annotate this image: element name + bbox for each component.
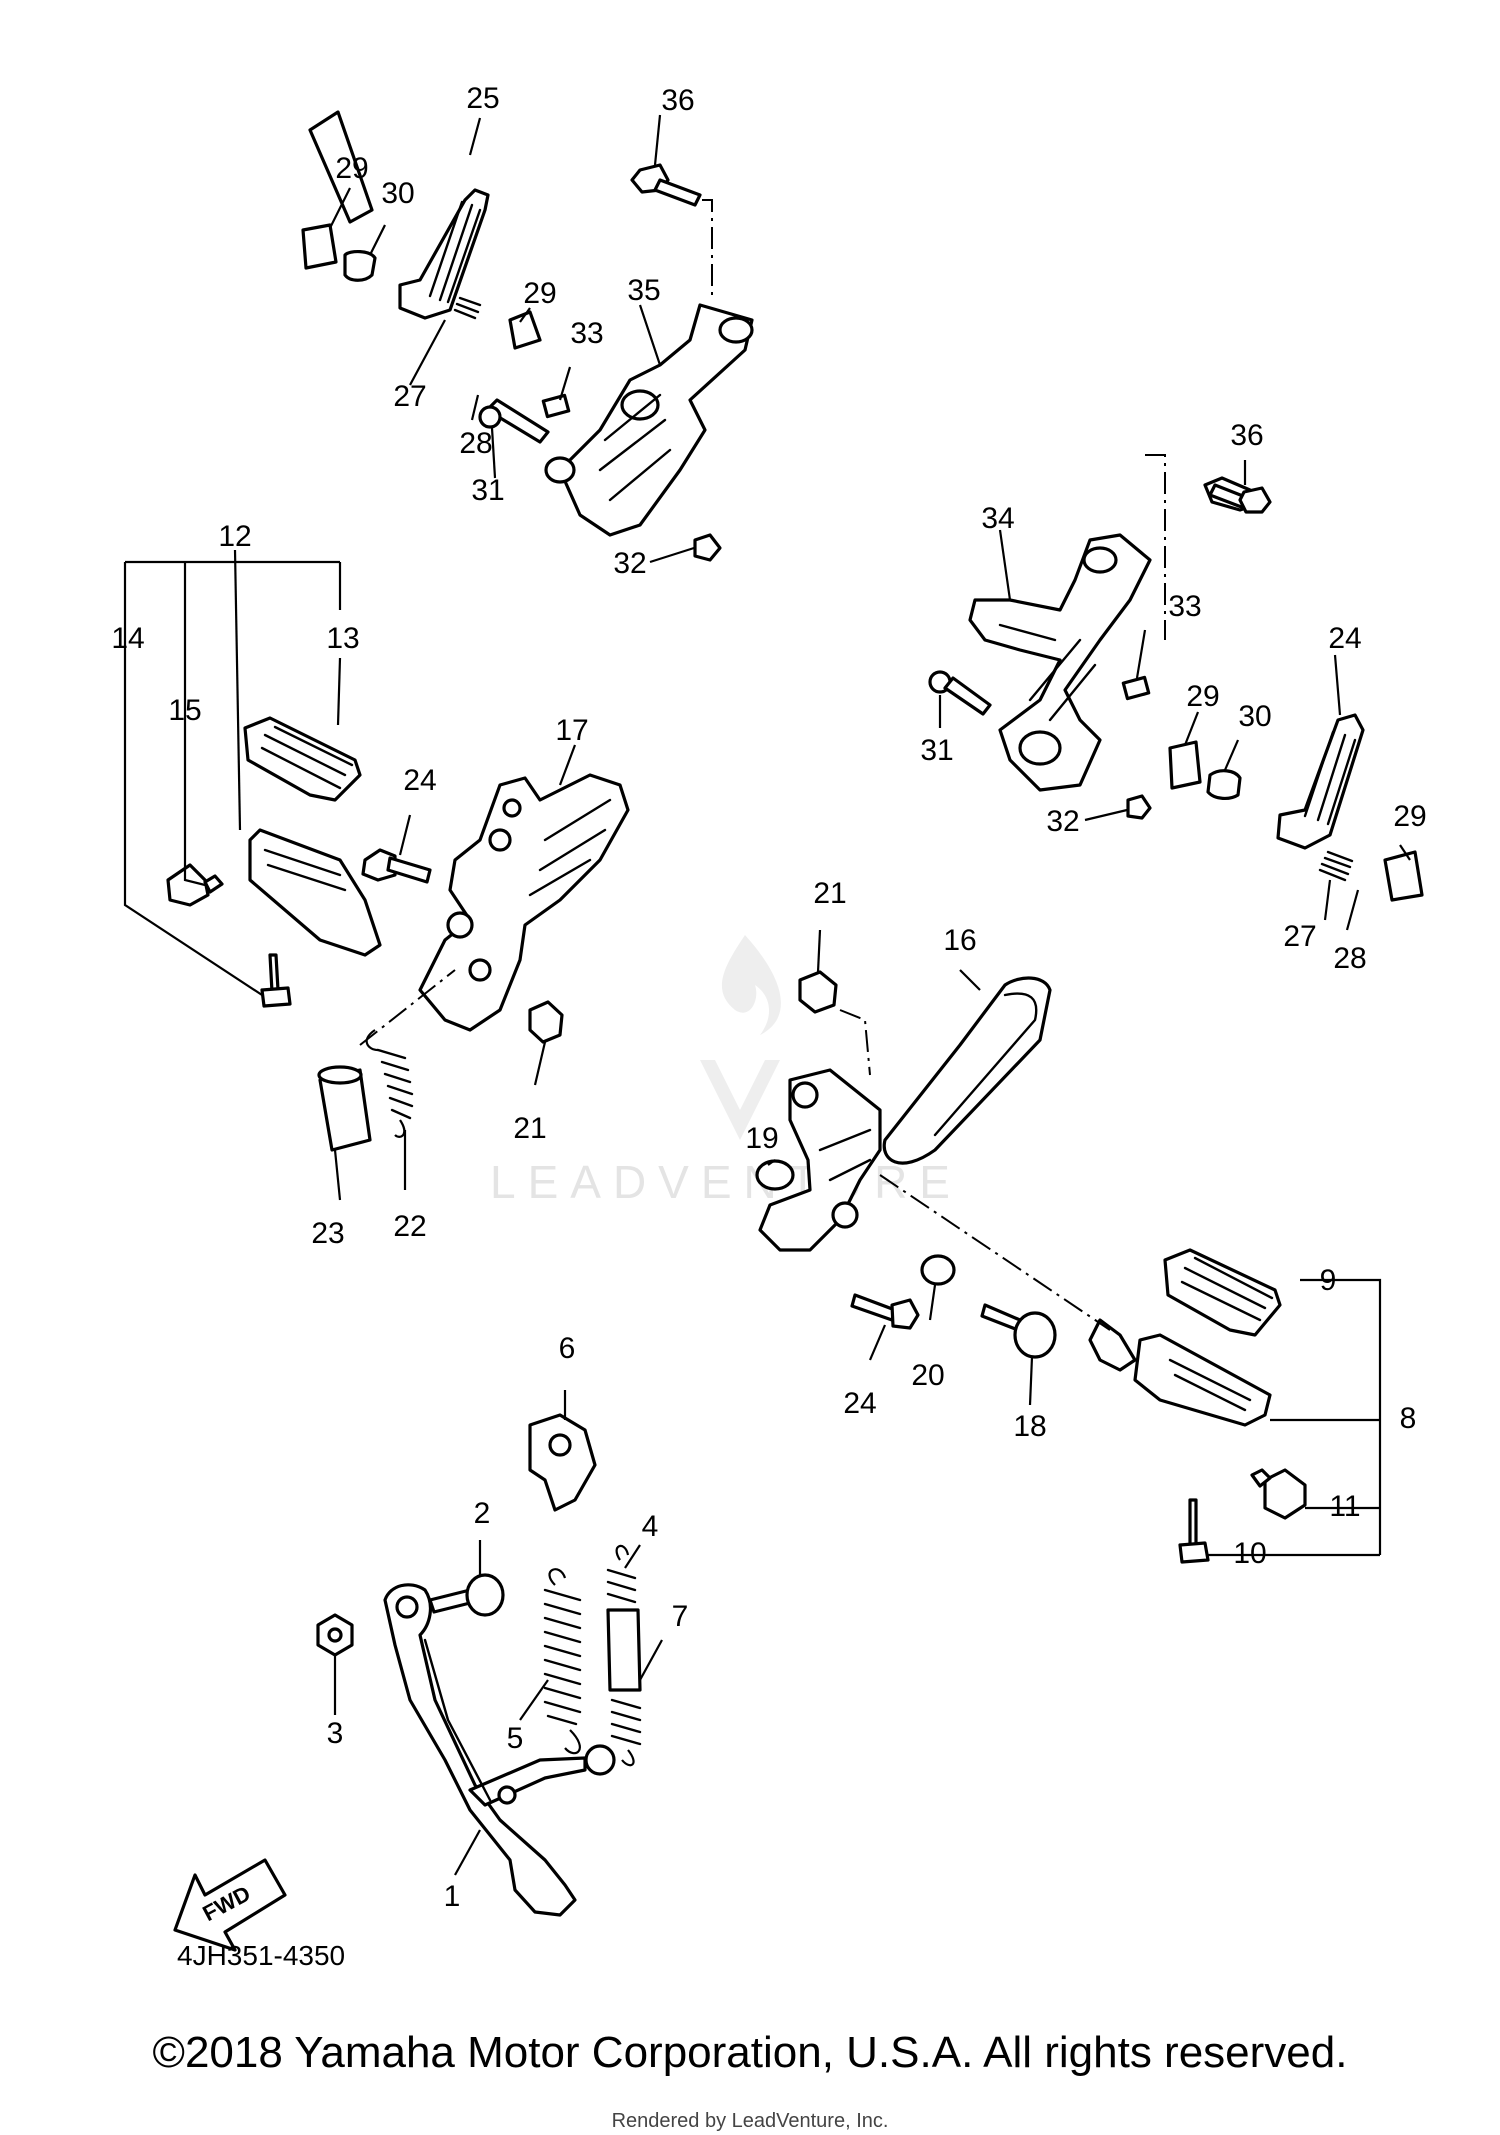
sidestand-assembly <box>316 1413 642 1917</box>
callout-36: 36 <box>661 84 694 117</box>
callout-2: 2 <box>474 1497 491 1530</box>
fwd-arrow-icon: FWD <box>173 1858 287 1952</box>
callout-24: 24 <box>843 1387 876 1420</box>
callout-22: 22 <box>393 1210 426 1243</box>
callout-24: 24 <box>403 764 436 797</box>
callout-15: 15 <box>168 694 201 727</box>
diagram-code: 4JH351-4350 <box>177 1940 345 1971</box>
callout-16: 16 <box>943 924 976 957</box>
callout-30: 30 <box>381 177 414 210</box>
leader-lines <box>123 114 1411 1876</box>
callout-35: 35 <box>627 274 660 307</box>
callout-9: 9 <box>1320 1264 1337 1297</box>
callout-31: 31 <box>471 474 504 507</box>
rear-footrest-assembly-left <box>301 110 754 562</box>
callout-30: 30 <box>1238 700 1271 733</box>
callout-26: 25 <box>466 82 499 115</box>
callout-7: 7 <box>672 1600 689 1633</box>
watermark: LEADVENTURE <box>490 935 962 1208</box>
callout-28: 28 <box>459 427 492 460</box>
callout-29: 29 <box>335 152 368 185</box>
callout-21: 21 <box>813 877 846 910</box>
callout-34: 34 <box>981 502 1014 535</box>
callout-31: 31 <box>920 734 953 767</box>
callout-4: 4 <box>642 1510 659 1543</box>
callout-numbers: 25 29 30 36 29 35 33 27 28 31 32 36 34 3… <box>111 82 1426 1971</box>
callout-36: 36 <box>1230 419 1263 452</box>
callout-33: 33 <box>570 317 603 350</box>
callout-20: 20 <box>911 1359 944 1392</box>
callout-25: 24 <box>1328 622 1361 655</box>
callout-32: 32 <box>1046 805 1079 838</box>
callout-27: 27 <box>393 380 426 413</box>
callout-29: 29 <box>1393 800 1426 833</box>
callout-23: 23 <box>311 1217 344 1250</box>
callout-32: 32 <box>613 547 646 580</box>
front-footrest-assembly-left <box>166 716 630 1152</box>
callout-8: 8 <box>1400 1402 1417 1435</box>
rendered-by-notice: Rendered by LeadVenture, Inc. <box>611 2110 889 2132</box>
callout-27: 27 <box>1283 920 1316 953</box>
callout-17: 17 <box>555 714 588 747</box>
callout-13: 13 <box>326 622 359 655</box>
front-footrest-assembly-right <box>755 970 1307 1564</box>
callout-21: 21 <box>513 1112 546 1145</box>
callout-29: 29 <box>1186 680 1219 713</box>
callout-14: 14 <box>111 622 144 655</box>
rear-footrest-assembly-right <box>928 454 1424 902</box>
callout-3: 3 <box>327 1717 344 1750</box>
callout-19: 19 <box>745 1122 778 1155</box>
callout-1: 1 <box>444 1880 461 1913</box>
callout-10: 10 <box>1233 1537 1266 1570</box>
callout-28: 28 <box>1333 942 1366 975</box>
watermark-text: LEADVENTURE <box>490 1156 962 1208</box>
callout-33: 33 <box>1168 590 1201 623</box>
callout-18: 18 <box>1013 1410 1046 1443</box>
callout-11: 11 <box>1329 1490 1360 1523</box>
callout-29: 29 <box>523 277 556 310</box>
callout-5: 5 <box>507 1722 524 1755</box>
callout-12: 12 <box>218 520 251 553</box>
callout-6: 6 <box>559 1332 576 1365</box>
copyright-notice: ©2018 Yamaha Motor Corporation, U.S.A. A… <box>152 2028 1348 2077</box>
